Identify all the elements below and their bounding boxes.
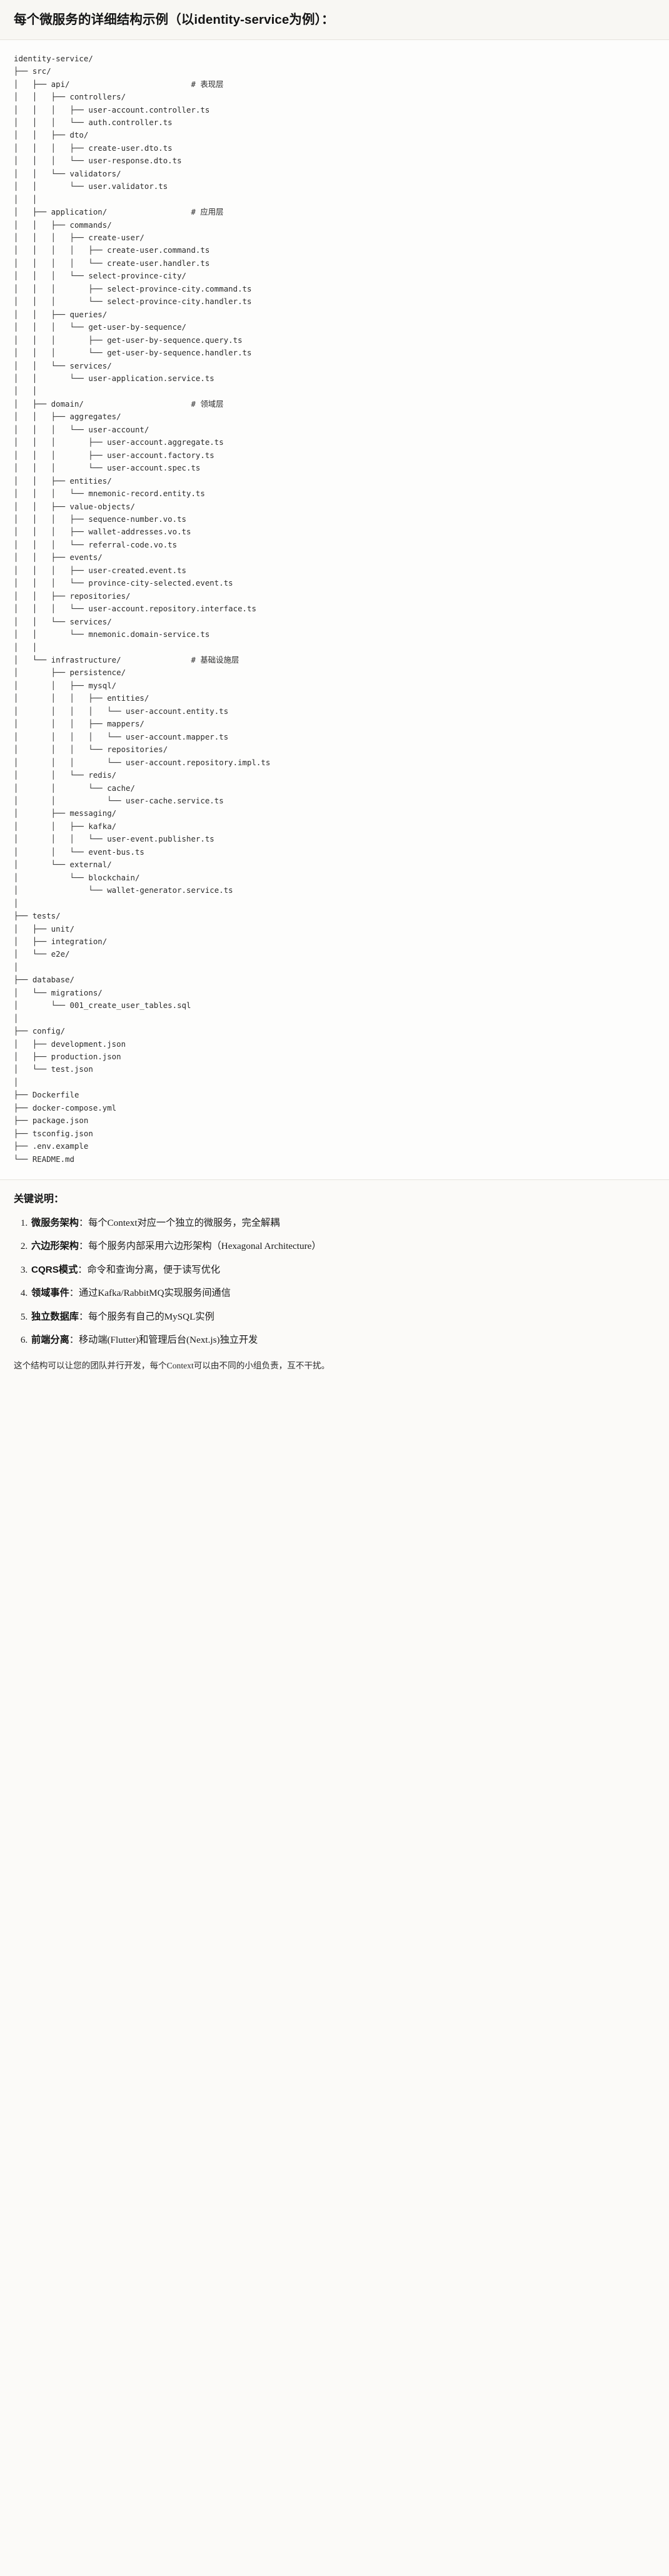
page-title: 每个微服务的详细结构示例（以identity-service为例）： [0,0,669,40]
note-separator: ： [78,1217,89,1228]
note-term: 微服务架构 [31,1217,79,1228]
note-description: 每个服务内部采用六边形架构（Hexagonal Architecture） [88,1241,321,1252]
list-item: 独立数据库：每个服务有自己的MySQL实例 [30,1310,655,1325]
note-description: 每个服务有自己的MySQL实例 [88,1311,214,1322]
note-separator: ： [78,1241,89,1252]
note-term: 领域事件 [31,1288,69,1299]
list-item: 六边形架构：每个服务内部采用六边形架构（Hexagonal Architectu… [30,1239,655,1254]
directory-tree-block: identity-service/ ├── src/ │ ├── api/ # … [0,39,669,1181]
note-term: 前端分离 [31,1335,69,1346]
note-term: 独立数据库 [31,1311,79,1322]
note-term: CQRS模式 [31,1264,78,1275]
note-term: 六边形架构 [31,1241,79,1252]
note-description: 通过Kafka/RabbitMQ实现服务间通信 [78,1288,231,1299]
closing-paragraph: 这个结构可以让您的团队并行开发，每个Context可以由不同的小组负责，互不干扰… [14,1360,330,1370]
list-item: 微服务架构：每个Context对应一个独立的微服务，完全解耦 [30,1216,655,1231]
list-item: 前端分离：移动端(Flutter)和管理后台(Next.js)独立开发 [30,1333,655,1348]
note-separator: ： [78,1311,89,1322]
key-notes-section: 关键说明： 微服务架构：每个Context对应一个独立的微服务，完全解耦 六边形… [0,1180,669,1389]
note-description: 命令和查询分离，便于读写优化 [87,1264,221,1275]
key-notes-title: 关键说明： [14,1194,64,1205]
note-description: 每个Context对应一个独立的微服务，完全解耦 [88,1217,280,1228]
note-separator: ： [78,1264,88,1275]
directory-tree: identity-service/ ├── src/ │ ├── api/ # … [14,53,271,1164]
note-separator: ： [69,1335,79,1346]
document-page: 每个微服务的详细结构示例（以identity-service为例）： ident… [0,0,669,1389]
note-separator: ： [69,1288,79,1299]
key-notes-list: 微服务架构：每个Context对应一个独立的微服务，完全解耦 六边形架构：每个服… [14,1216,655,1348]
list-item: 领域事件：通过Kafka/RabbitMQ实现服务间通信 [30,1286,655,1301]
note-description: 移动端(Flutter)和管理后台(Next.js)独立开发 [78,1335,258,1346]
list-item: CQRS模式：命令和查询分离，便于读写优化 [30,1263,655,1278]
